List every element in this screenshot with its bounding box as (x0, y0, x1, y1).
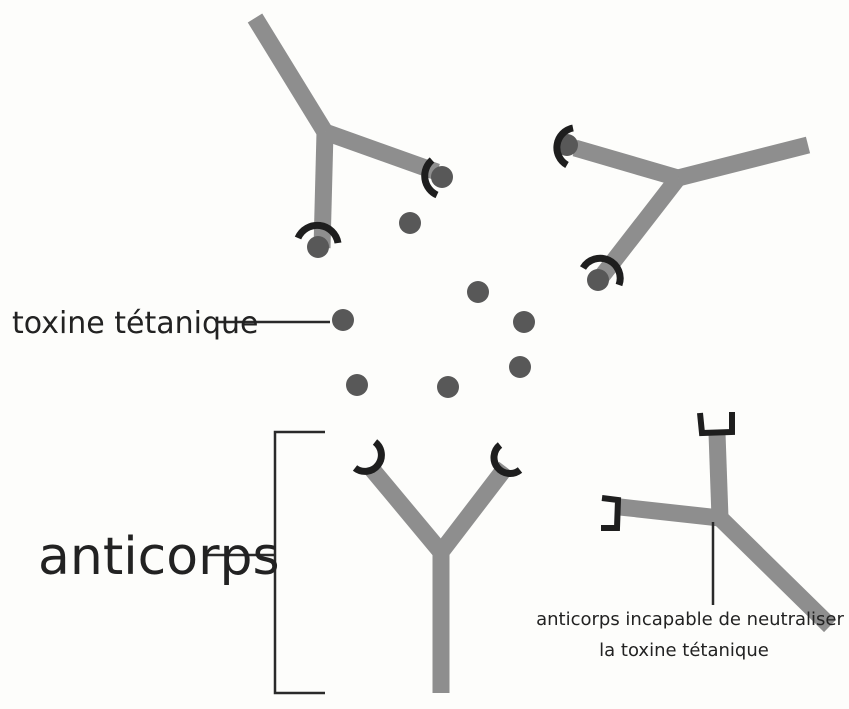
label-anticorps: anticorps (38, 527, 280, 587)
antibody-arm-left (322, 132, 325, 248)
label-incapable-line2: la toxine tétanique (599, 640, 769, 661)
antibody-bottom-center (355, 442, 520, 693)
binding-site-arc (355, 442, 381, 471)
antibody-arm-left (575, 148, 678, 178)
toxin-particle-bound (431, 166, 453, 188)
toxin-particle-bound (587, 269, 609, 291)
antibody-arm-right (441, 467, 506, 552)
antibody-top-right (556, 128, 808, 291)
toxin-particle-bound (307, 236, 329, 258)
antibody-arm-left (371, 468, 441, 552)
antibody-arm-left (620, 507, 720, 518)
antibody-arm-right (717, 433, 720, 518)
toxin-particle (467, 281, 489, 303)
toxin-particle (437, 376, 459, 398)
toxin-particle (509, 356, 531, 378)
anticorps-bracket (275, 432, 325, 693)
antibody-bottom-right (601, 412, 830, 626)
antibody-stem (678, 145, 808, 178)
antibody-stem (255, 18, 325, 132)
label-toxine: toxine tétanique (12, 306, 259, 341)
toxin-particle (399, 212, 421, 234)
binding-site-square (700, 412, 732, 433)
antibody-top-left (255, 18, 453, 258)
toxin-particle (346, 374, 368, 396)
toxin-particle (513, 311, 535, 333)
free-toxins (332, 212, 535, 398)
toxin-particle (332, 309, 354, 331)
label-incapable-line1: anticorps incapable de neutraliser (536, 609, 844, 630)
binding-site-square (601, 498, 618, 528)
antibody-arm-right (325, 132, 437, 172)
